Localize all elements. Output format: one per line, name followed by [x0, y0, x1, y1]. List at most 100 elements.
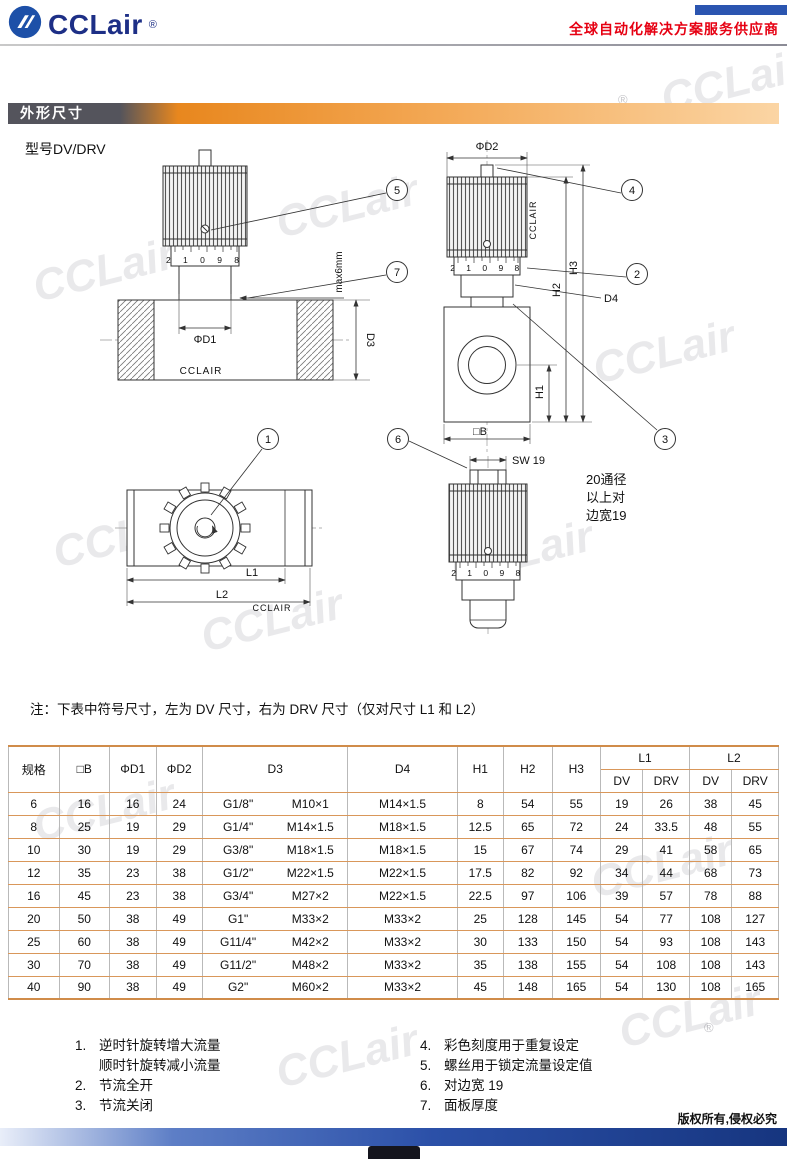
- footnote: 顺时针旋转减小流量: [75, 1056, 221, 1076]
- footnotes-right: 4.彩色刻度用于重复设定 5.螺丝用于锁定流量设定值 6.对边宽 19 7.面板…: [420, 1036, 593, 1116]
- table-cell: 24: [155, 791, 203, 816]
- table-cell: 23: [109, 860, 157, 885]
- table-cell: 38: [109, 906, 157, 931]
- table-cell: M27×2: [273, 883, 349, 908]
- footnote-text: 螺丝用于锁定流量设定值: [444, 1058, 593, 1073]
- callout-2: 2: [634, 269, 640, 281]
- footnote: 1.逆时针旋转增大流量: [75, 1036, 221, 1056]
- table-cell: M33×2: [347, 975, 458, 1000]
- table-cell: 108: [688, 952, 733, 977]
- table-cell: 93: [642, 929, 690, 954]
- dim-label-l2: L2: [216, 589, 228, 601]
- scale-numbers-side: 2 1 0 9 8: [166, 255, 244, 265]
- table-cell: 133: [503, 929, 553, 954]
- table-cell: 49: [155, 929, 203, 954]
- table-cell: 16: [8, 883, 60, 908]
- footnote: 4.彩色刻度用于重复设定: [420, 1036, 593, 1056]
- table-cell: 57: [642, 883, 690, 908]
- table-cell: 38: [109, 975, 157, 1000]
- table-cell: 145: [551, 906, 602, 931]
- table-cell: 39: [600, 883, 644, 908]
- table-cell: 150: [551, 929, 602, 954]
- table-cell: 165: [551, 975, 602, 1000]
- table-cell: 16: [109, 791, 157, 816]
- table-cell: M10×1: [273, 791, 349, 816]
- table-cell: 17.5: [456, 860, 505, 885]
- table-cell: 128: [503, 906, 553, 931]
- col-header-h3: H3: [551, 745, 602, 793]
- page-header: CCLair ® 全球自动化解决方案服务供应商: [0, 0, 787, 46]
- dim-label-l1: L1: [246, 567, 258, 579]
- cclair-logo: CCLair ®: [8, 5, 157, 44]
- table-cell: 58: [688, 837, 733, 862]
- col-header-d4: D4: [347, 745, 458, 793]
- table-cell: 108: [688, 975, 733, 1000]
- table-cell: M42×2: [273, 929, 349, 954]
- col-header-b: □B: [58, 745, 111, 793]
- brand-on-body: CCLAIR: [180, 366, 223, 377]
- table-cell: 127: [731, 906, 779, 931]
- valve-front-view: [443, 152, 602, 444]
- table-cell: 29: [600, 837, 644, 862]
- table-cell: 54: [600, 906, 644, 931]
- table-cell: 15: [456, 837, 505, 862]
- table-cell: 16: [58, 791, 111, 816]
- footnote-number: 6.: [420, 1078, 432, 1093]
- table-cell: 65: [731, 837, 779, 862]
- table-cell: 54: [600, 929, 644, 954]
- table-cell: 19: [109, 837, 157, 862]
- table-cell: 108: [688, 906, 733, 931]
- table-cell: 38: [155, 860, 203, 885]
- footnote-text: 节流关闭: [99, 1098, 153, 1113]
- table-header-row: 规格 □B ΦD1 ΦD2 D3 D4 H1 H2 H3 L1 L2: [8, 745, 780, 793]
- footnote-number: 2.: [75, 1078, 87, 1093]
- table-cell: 108: [642, 952, 690, 977]
- table-cell: G3/8": [201, 837, 274, 862]
- group-header-l1: L1: [600, 745, 690, 770]
- logo-reg-mark: ®: [148, 18, 157, 31]
- table-note: 注：下表中符号尺寸，左为 DV 尺寸，右为 DRV 尺寸（仅对尺寸 L1 和 L…: [30, 702, 485, 717]
- table-cell: M22×1.5: [273, 860, 349, 885]
- dim-label-sw19: SW 19: [512, 455, 545, 467]
- valve-drv-view: [448, 456, 528, 629]
- table-cell: 23: [109, 883, 157, 908]
- table-cell: 45: [731, 791, 779, 816]
- footnotes-left: 1.逆时针旋转增大流量 顺时针旋转减小流量 2.节流全开 3.节流关闭: [75, 1036, 221, 1116]
- table-cell: G3/4": [201, 883, 274, 908]
- table-cell: M14×1.5: [273, 814, 349, 839]
- footnote-text: 逆时针旋转增大流量: [99, 1038, 221, 1053]
- table-cell: 30: [456, 929, 505, 954]
- table-cell: G1/8": [201, 791, 274, 816]
- table-cell: 143: [731, 929, 779, 954]
- dim-label-h3: H3: [568, 261, 580, 275]
- table-cell: 130: [642, 975, 690, 1000]
- table-cell: G2": [201, 975, 274, 1000]
- table-cell: 30: [8, 952, 60, 977]
- table-cell: G1/2": [201, 860, 274, 885]
- drv-note-line2: 以上对: [586, 490, 625, 505]
- table-cell: G1": [201, 906, 274, 931]
- col-header-h2: H2: [503, 745, 553, 793]
- footnote-number: 4.: [420, 1038, 432, 1053]
- table-cell: 148: [503, 975, 553, 1000]
- table-cell: 6: [8, 791, 60, 816]
- table-cell: 30: [58, 837, 111, 862]
- cclair-logo-icon: [8, 5, 42, 44]
- dim-label-phid2: ΦD2: [476, 141, 499, 153]
- col-header-h1: H1: [456, 745, 505, 793]
- sub-header-l2-dv: DV: [688, 768, 733, 793]
- sub-header-l1-dv: DV: [600, 768, 644, 793]
- group-header-l2: L2: [688, 745, 780, 770]
- sub-header-l1-drv: DRV: [642, 768, 690, 793]
- table-cell: 108: [688, 929, 733, 954]
- valve-top-view: [126, 482, 313, 606]
- footnote: 3.节流关闭: [75, 1096, 221, 1116]
- table-cell: 35: [58, 860, 111, 885]
- table-cell: 45: [58, 883, 111, 908]
